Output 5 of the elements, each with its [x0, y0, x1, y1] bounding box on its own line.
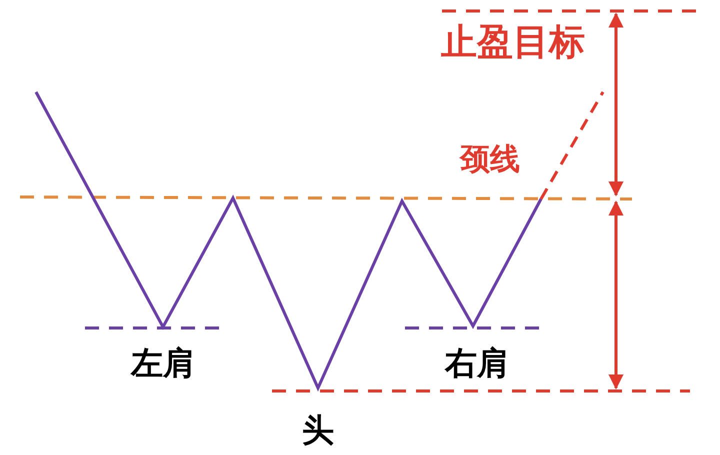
shoulder-label: 右肩 [445, 347, 509, 379]
target-label: 止盈目标 [441, 25, 585, 61]
neckline-label: 颈线 [460, 145, 520, 175]
shoulder-label: 左肩 [131, 347, 195, 379]
head-label: 头 [302, 414, 334, 446]
